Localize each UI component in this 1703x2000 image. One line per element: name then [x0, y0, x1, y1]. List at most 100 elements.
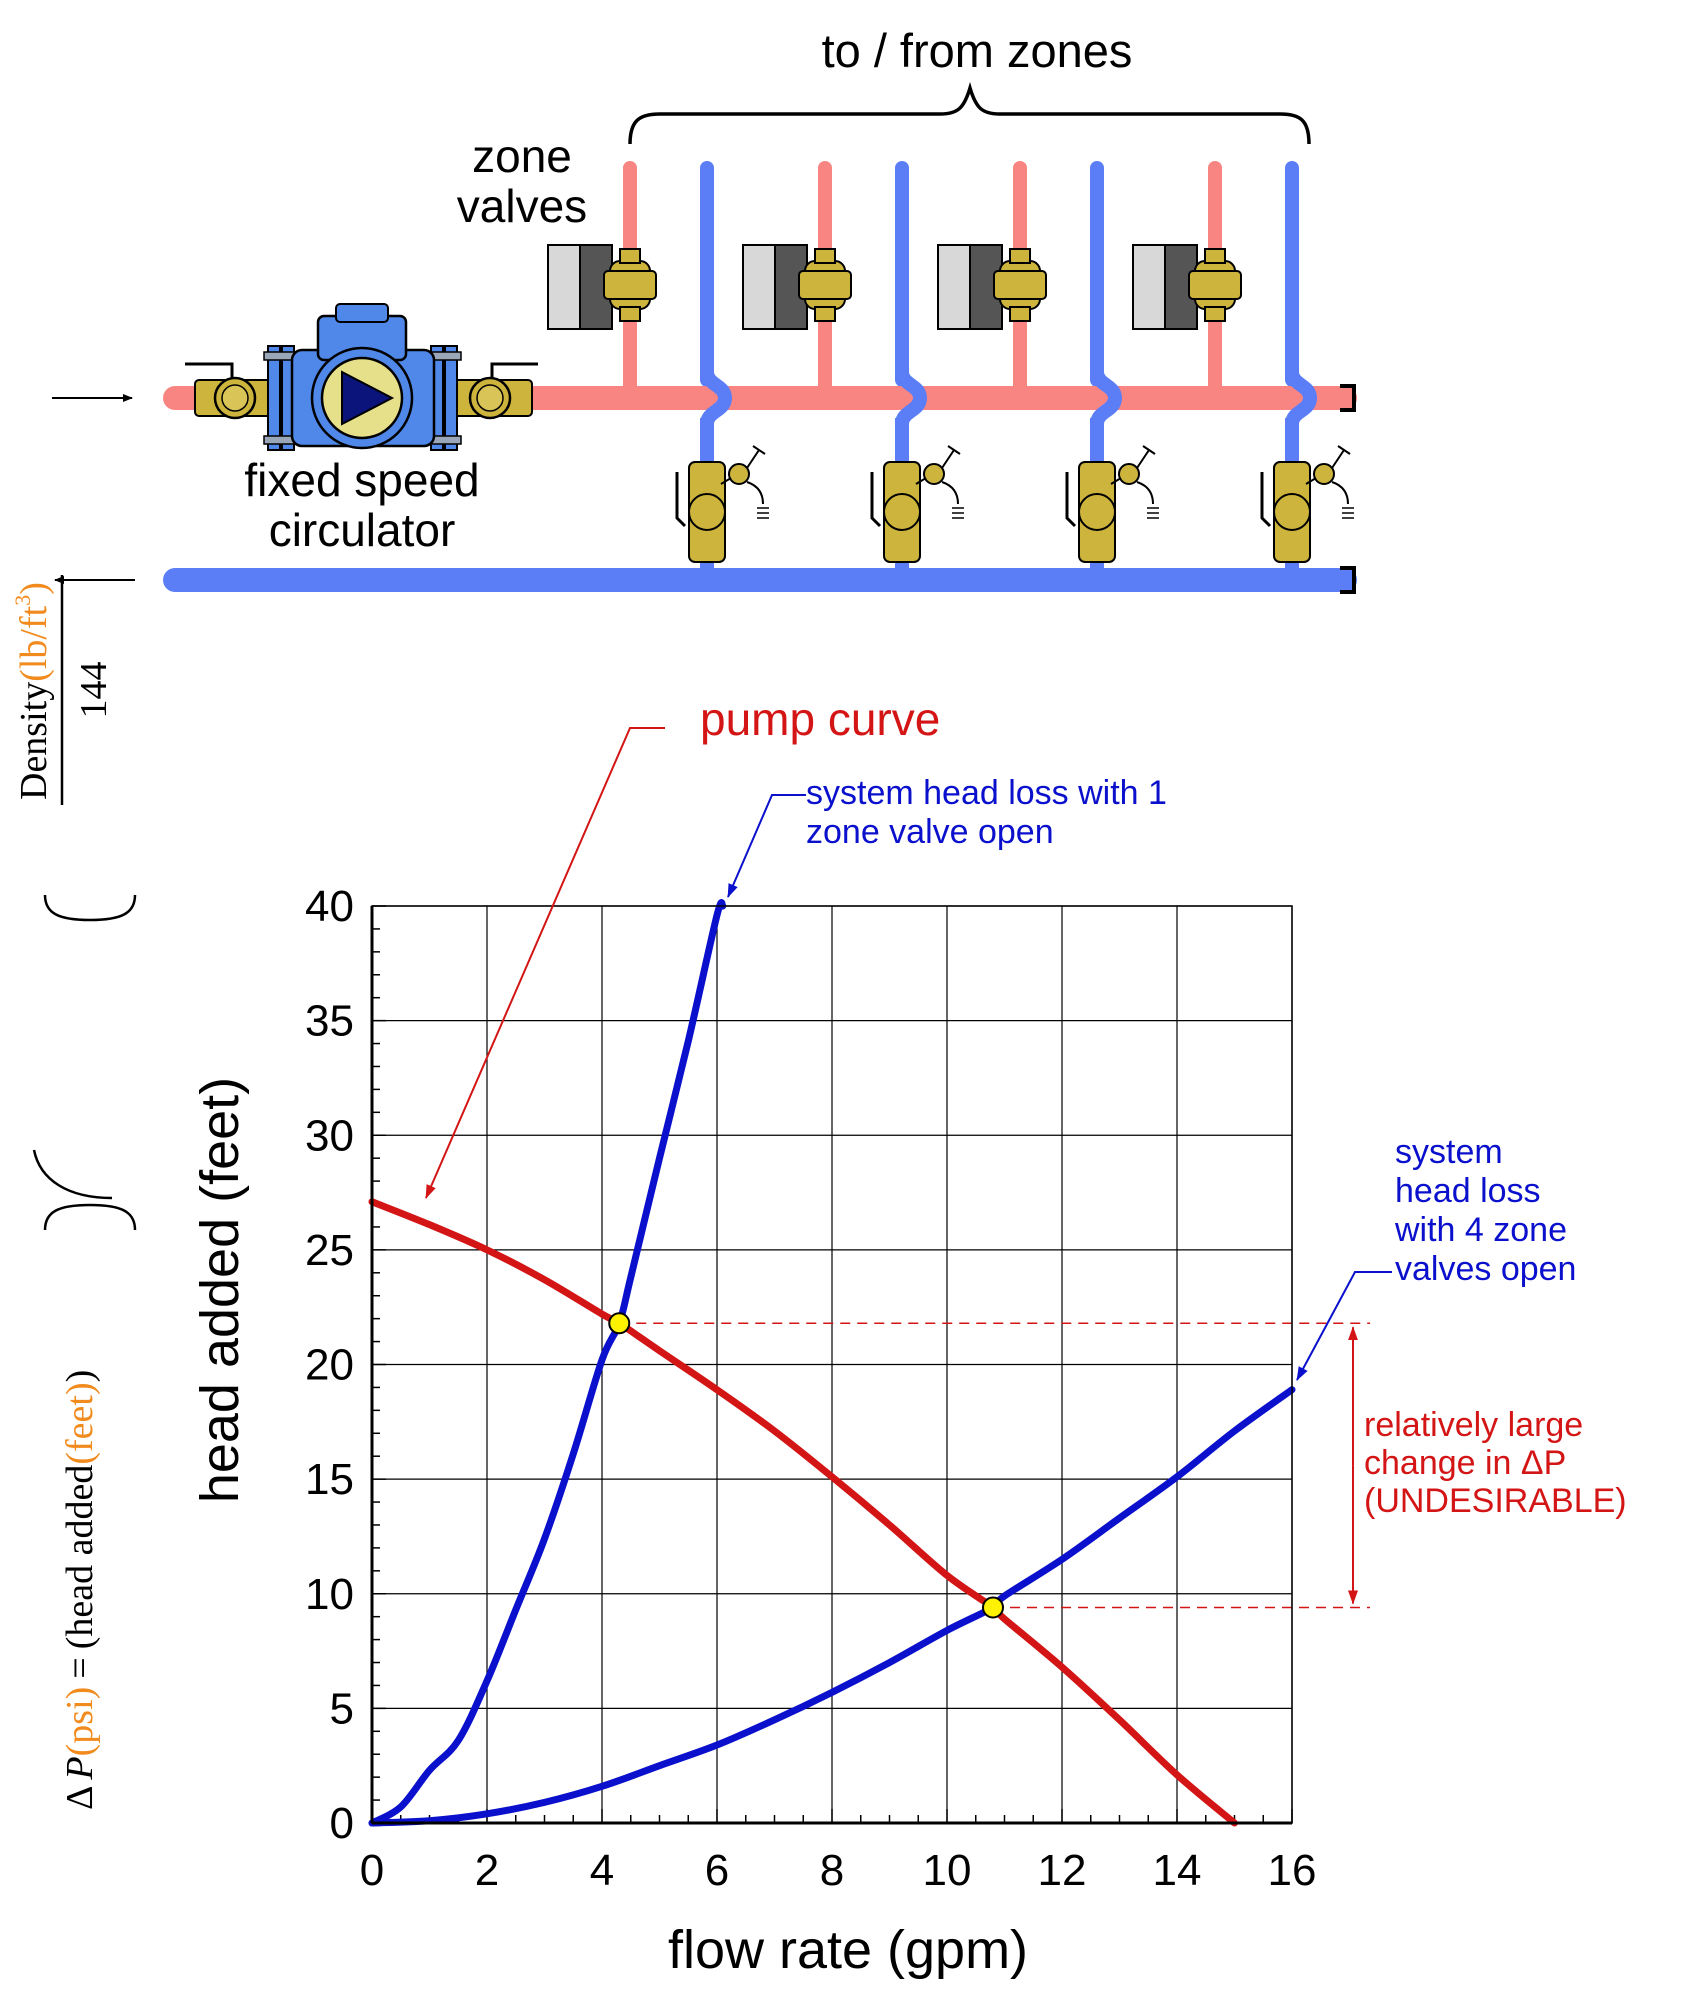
- balancing-valve-port: [870, 472, 882, 528]
- x-tick-label: 2: [475, 1846, 499, 1895]
- svg-text:Density(lb/ft3): Density(lb/ft3): [10, 582, 55, 800]
- balancing-valve-scale: [1331, 481, 1349, 505]
- operating-point-marker: [608, 1312, 631, 1335]
- return-hop: [895, 370, 928, 426]
- svg-text:ΔP(psi)=(head added(feet)): ΔP(psi)=(head added(feet)): [59, 1370, 101, 1810]
- zone-valves: [547, 244, 1242, 330]
- circulator-label-line1: fixed speed: [244, 454, 479, 506]
- balancing-valve-handle-tee: [1337, 445, 1351, 455]
- delta-p-note-line2: change in ΔP: [1364, 1444, 1566, 1482]
- supply-end-cap: [1340, 384, 1356, 412]
- delta-p-formula: ΔP(psi)=(head added(feet)) Density(lb/ft…: [10, 575, 115, 1810]
- operating-point-marker: [982, 1596, 1004, 1619]
- formula-density-unit: (lb/ft: [13, 605, 55, 681]
- four-zone-leader: [1296, 1271, 1392, 1381]
- balancing-valves: [675, 445, 1354, 563]
- formula-psi: (psi): [59, 1687, 101, 1757]
- balancing-valve-scale: [941, 481, 959, 505]
- four-zone-system-curve-line: [368, 1386, 1296, 1827]
- formula-bracket-bottom: [43, 1203, 137, 1231]
- x-axis-label: flow rate (gpm): [668, 1920, 1028, 1980]
- zone-valve-port-bottom: [814, 306, 836, 322]
- return-hop: [1285, 370, 1318, 426]
- y-tick-label: 30: [305, 1111, 354, 1160]
- balancing-valve-stem: [915, 477, 927, 485]
- pump-curve-label: pump curve: [700, 693, 940, 745]
- x-tick-label: 0: [360, 1846, 384, 1895]
- balancing-valve-handle-tee: [752, 445, 766, 455]
- balancing-valve-handle: [1136, 449, 1150, 469]
- zone-valve-actuator-face: [774, 244, 808, 330]
- operating-points: [608, 1312, 1004, 1619]
- zone-valve-body-center: [603, 270, 657, 300]
- y-tick-label: 15: [305, 1455, 354, 1504]
- balancing-valve-disc: [883, 493, 921, 531]
- balancing-valve-handle: [1331, 449, 1345, 469]
- isolation-valve-left: [185, 362, 278, 420]
- y-tick-label: 20: [305, 1341, 354, 1390]
- return-end-cap: [1340, 566, 1356, 594]
- balancing-valve-handle: [746, 449, 760, 469]
- y-tick-label: 40: [305, 882, 354, 931]
- balancing-valve-handle-tee: [947, 445, 961, 455]
- y-tick-label: 10: [305, 1570, 354, 1619]
- x-tick-label: 12: [1038, 1846, 1087, 1895]
- x-tick-label: 6: [705, 1846, 729, 1895]
- zones-label: to / from zones: [822, 24, 1133, 77]
- balancing-valve-knob: [923, 463, 945, 485]
- formula-left-paren: [32, 1149, 113, 1200]
- pump-curve-leader: [425, 727, 665, 1199]
- one-zone-label-line1: system head loss with 1: [806, 774, 1167, 812]
- zone-valve-port-bottom: [1009, 306, 1031, 322]
- piping-diagram: to / from zones zone valves fixed speed …: [52, 24, 1357, 594]
- x-tick-label: 4: [590, 1846, 614, 1895]
- formula-equals: =: [59, 1657, 101, 1678]
- formula-close-paren: ): [59, 1370, 101, 1383]
- delta-p-note-line1: relatively large: [1364, 1406, 1583, 1444]
- pump-terminal-cap: [335, 303, 389, 323]
- x-tick-label: 10: [923, 1846, 972, 1895]
- flange-left-outer: [267, 345, 281, 451]
- balancing-valve-scale: [746, 481, 764, 505]
- four-zone-label-line4: valves open: [1395, 1250, 1576, 1288]
- balancing-valve-handle: [941, 449, 955, 469]
- formula-delta: Δ: [59, 1786, 101, 1810]
- operating-point-guides: [619, 1322, 1370, 1609]
- one-zone-system-curve-line: [368, 899, 727, 1827]
- one-zone-label-line2: zone valve open: [806, 813, 1054, 851]
- y-axis-label: head added (feet): [190, 1077, 250, 1503]
- zone-valve-port-bottom: [1204, 306, 1226, 322]
- four-zone-label-line2: head loss: [1395, 1172, 1541, 1210]
- circulator-assembly: [185, 303, 538, 451]
- balancing-valve-disc: [688, 493, 726, 531]
- pump-curve-line: [368, 1198, 1238, 1827]
- formula-density: Density: [13, 682, 55, 800]
- zone-valve-port-bottom: [619, 306, 641, 322]
- zone-valve-port-top: [1204, 248, 1226, 264]
- formula-unit-close: ): [13, 582, 55, 595]
- formula-bracket-top: [43, 894, 137, 922]
- isolation-valve-right: [449, 362, 538, 420]
- zone-valve-body-center: [1188, 270, 1242, 300]
- pump-symbol-icon: [341, 370, 395, 426]
- zone-valve-actuator: [1132, 244, 1166, 330]
- formula-denominator: 144: [73, 662, 115, 719]
- return-hops: [700, 370, 1318, 426]
- balancing-valve-knob: [728, 463, 750, 485]
- balancing-valve-port: [1260, 472, 1272, 528]
- one-zone-leader: [727, 794, 806, 898]
- balancing-valve-handle-tee: [1142, 445, 1156, 455]
- zone-valve-actuator: [937, 244, 971, 330]
- formula-feet: (feet): [59, 1382, 101, 1464]
- formula-exponent: 3: [10, 595, 35, 606]
- return-hop: [1090, 370, 1123, 426]
- formula-head-added: (head added: [59, 1465, 101, 1650]
- x-tick-label: 16: [1268, 1846, 1317, 1895]
- return-hop: [700, 370, 733, 426]
- balancing-valve-stem: [1305, 477, 1317, 485]
- balancing-valve-disc: [1273, 493, 1311, 531]
- y-tick-label: 5: [330, 1684, 354, 1733]
